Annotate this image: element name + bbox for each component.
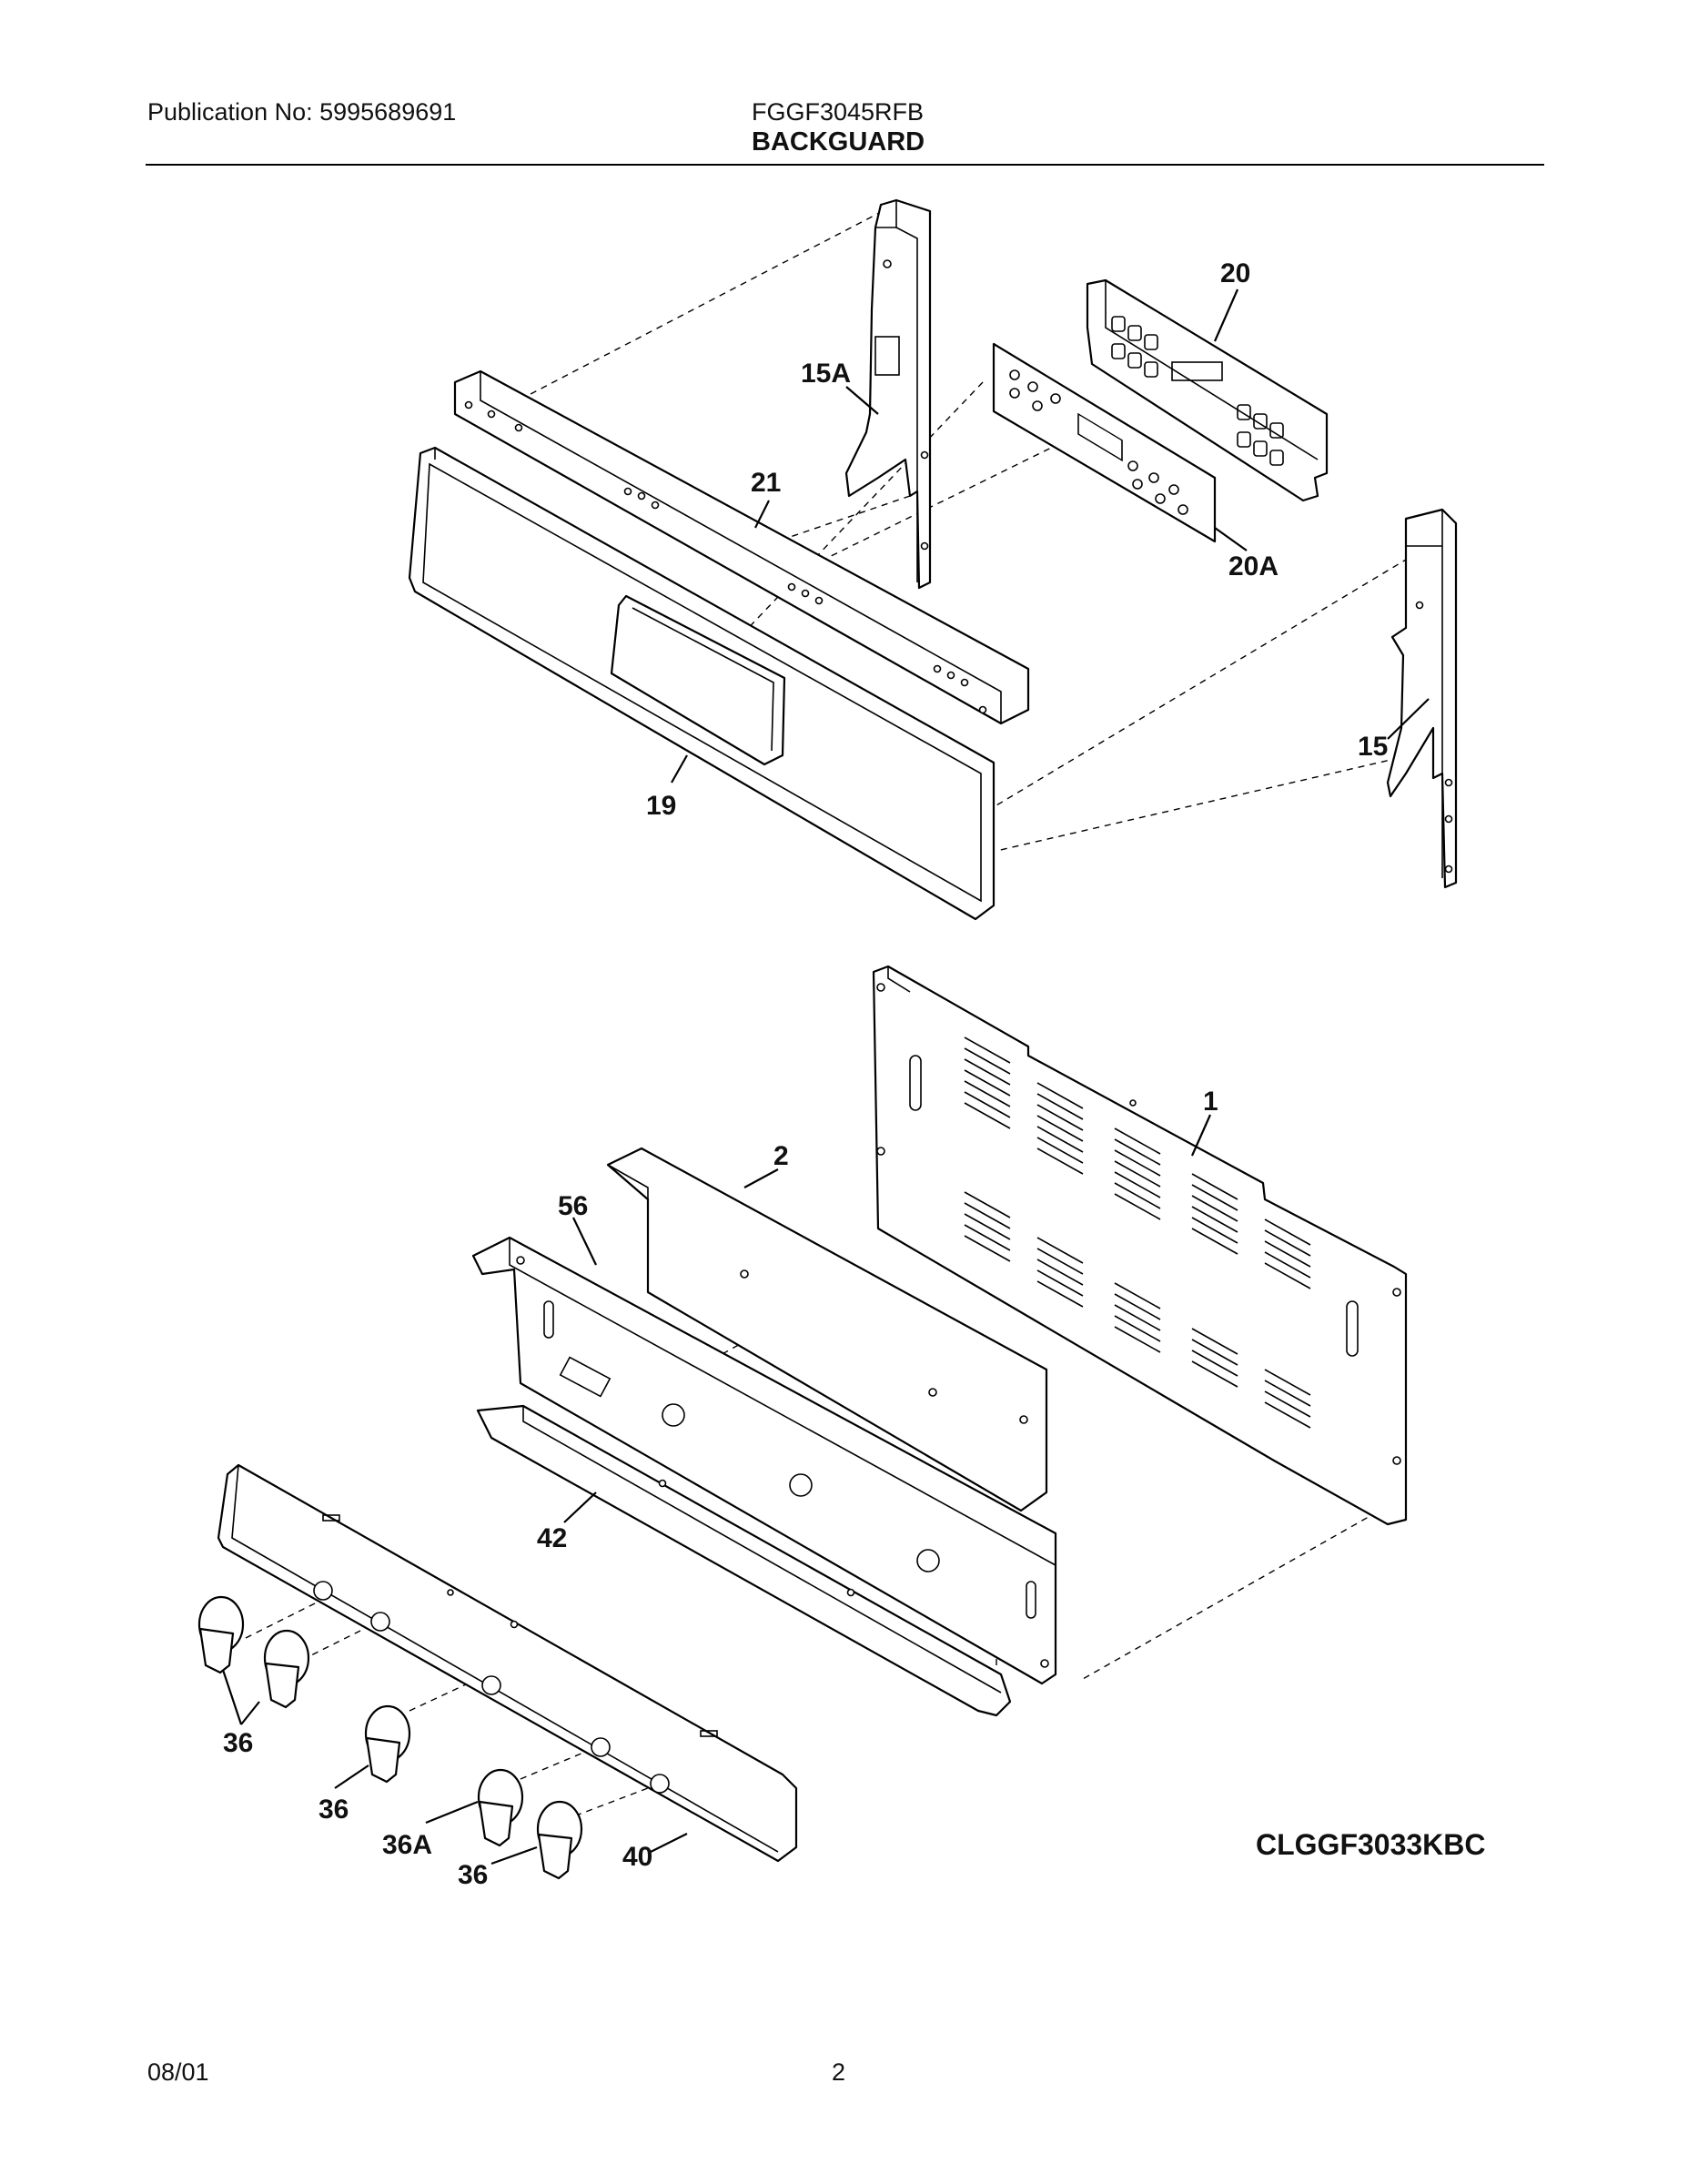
- model-number: FGGF3045RFB: [752, 98, 925, 126]
- label-part-36-3: 36: [458, 1860, 488, 1890]
- overlay-buttons: [1009, 369, 1188, 515]
- section-title: BACKGUARD: [752, 127, 925, 157]
- leader-lines: [221, 288, 1430, 1866]
- callout-labels: 20 15A 21 20A 15 19 1 2 56 42 36 36 36A …: [223, 258, 1486, 1890]
- knob-36-2: [263, 1629, 310, 1709]
- part-19-control-panel: [408, 446, 996, 921]
- part-21-top-trim: [453, 369, 1030, 725]
- publication-number: Publication No: 5995689691: [147, 98, 457, 126]
- knob-36a: [477, 1768, 524, 1847]
- label-part-20a: 20A: [1228, 551, 1279, 581]
- header-rule: [146, 164, 1544, 166]
- label-part-1: 1: [1203, 1087, 1218, 1117]
- knob-36-1: [197, 1595, 245, 1674]
- label-part-42: 42: [537, 1523, 567, 1553]
- label-part-36a: 36A: [382, 1830, 432, 1860]
- label-part-19: 19: [646, 791, 676, 821]
- knob-holes: [313, 1581, 670, 1794]
- label-part-36-2: 36: [318, 1795, 349, 1825]
- label-part-40: 40: [622, 1842, 652, 1872]
- label-part-56: 56: [558, 1191, 588, 1221]
- part-20a-overlay: [992, 342, 1217, 543]
- part-56-mounting-bracket: [471, 1236, 1057, 1685]
- part-40-knob-panel: [217, 1463, 798, 1863]
- label-part-2: 2: [773, 1141, 789, 1171]
- footer-page-number: 2: [832, 2058, 846, 2086]
- board-relays: [1111, 316, 1284, 466]
- part-2-heat-shield: [606, 1147, 1048, 1512]
- part-20-control-board: [1086, 278, 1329, 502]
- label-part-36-1: 36: [223, 1728, 253, 1758]
- part-36-knobs: [197, 1595, 583, 1880]
- part-15-side-bracket: [1386, 508, 1458, 889]
- part-42-trim-strip: [476, 1404, 1012, 1717]
- footer-date: 08/01: [147, 2058, 209, 2086]
- drawing-code: CLGGF3033KBC: [1256, 1828, 1486, 1861]
- panel-vents: [964, 1036, 1311, 1429]
- knob-36-4: [536, 1800, 583, 1880]
- part-15a-side-bracket: [844, 198, 932, 590]
- trim-holes: [464, 400, 987, 714]
- label-part-15a: 15A: [801, 359, 851, 389]
- label-part-20: 20: [1220, 258, 1250, 288]
- label-part-15: 15: [1358, 732, 1388, 762]
- knob-36-3: [364, 1704, 411, 1784]
- part-1-back-panel: [872, 965, 1408, 1526]
- label-part-21: 21: [751, 468, 781, 498]
- alignment-lines-upper: [509, 210, 1430, 852]
